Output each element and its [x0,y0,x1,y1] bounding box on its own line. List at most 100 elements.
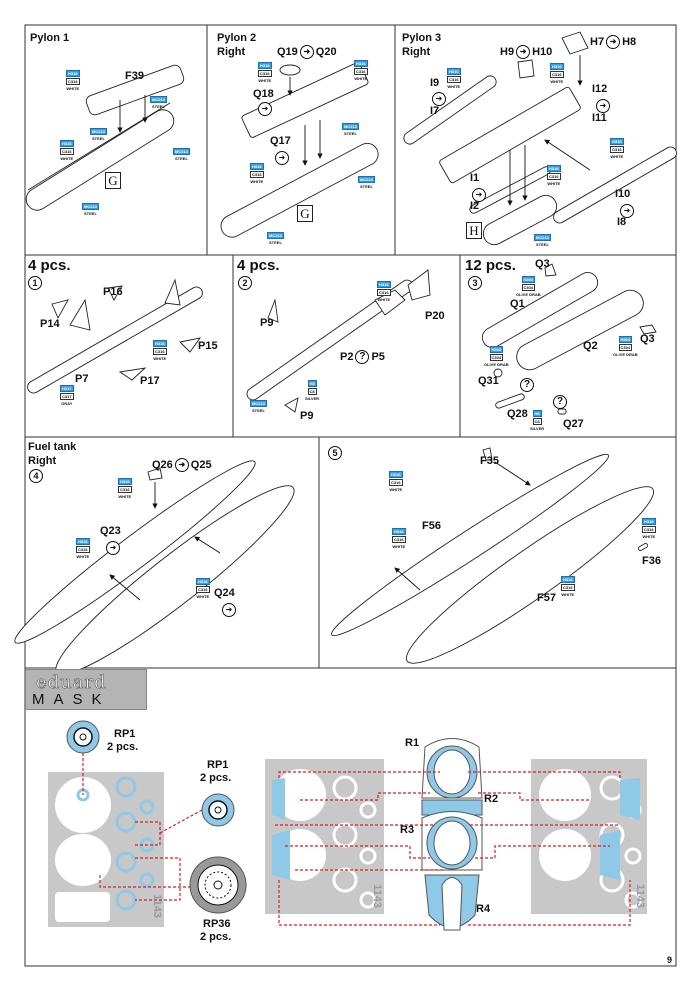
paint-code-c: C316 [550,71,564,78]
paint-name: WHITE [610,154,624,159]
paint-code-h: H316 [60,140,74,147]
paint-code-h: H316 [447,68,461,75]
flip-arrow-icon: ➜ [432,92,446,106]
step4-fuel-tank-drawing [14,460,295,675]
part-label: Q31 [478,375,499,387]
part-label: Q25 [190,459,212,471]
part-label: F56 [422,520,441,532]
part-label: I9 [430,77,440,89]
paint-code-c: C304 [618,344,633,351]
paint-code-h: H316 [66,70,80,77]
paint-name: STEEL [269,240,282,245]
part-label: P7 [75,373,89,385]
quantity-label: 12 pcs. [465,257,516,274]
part-label: I1 [470,172,480,184]
part-label: I8 [617,216,627,228]
mask-qty: 2 pcs. [200,931,232,943]
paint-name: WHITE [389,487,403,492]
paint-code-h: H316 [118,478,132,485]
paint-code-h: MC213 [250,400,267,407]
paint-code-h: MC213 [173,148,190,155]
paint-code-c: C317 [60,393,74,400]
paint-name: WHITE [76,554,90,559]
step-number: 3 [468,276,482,290]
part-label: Q23 [100,525,121,537]
quantity-label: 4 pcs. [237,257,280,274]
flip-arrow-icon: ➜ [606,35,621,49]
paint-code-h: H316 [550,63,564,70]
panel-title: Right [28,455,57,467]
part-label: P17 [140,375,160,387]
part-label: I7 [430,105,440,117]
flip-arrow-icon: ➜ [275,151,289,165]
part-label: Q28 [507,408,528,420]
paint-code-c: C316 [561,584,575,591]
part-label: P9 [300,410,314,422]
step5-fuel-tank-drawing [330,447,655,664]
paint-code-c: C8 [307,388,317,395]
paint-code-h: MC213 [534,234,551,241]
optional-part-icon: ? [553,395,567,409]
paint-code-h: H316 [250,163,264,170]
step-number: 2 [238,276,252,290]
paint-name: WHITE [196,594,210,599]
mask-drawing [48,720,647,931]
paint-name: STEEL [252,408,265,413]
paint-code-h: H316 [153,340,167,347]
part-label: Q26 [152,459,173,471]
paint-name: WHITE [118,494,132,499]
paint-code-h: MC213 [90,128,107,135]
paint-code-h: MC213 [267,232,284,239]
paint-code-h: H316 [547,165,561,172]
paint-code-c: C316 [547,173,561,180]
mask-sheet-code: 1143 [150,894,163,918]
paint-code-c: C316 [153,348,167,355]
paint-code-h: H304 [618,336,633,343]
step-number: 5 [328,446,342,460]
logo-eduard: eduard [36,672,107,694]
step-number: 4 [29,469,43,483]
paint-code-c: C8 [532,418,542,425]
flip-arrow-icon: ➜ [472,188,486,202]
paint-code-h: H8 [532,410,542,417]
optional-part-icon: ? [355,350,370,364]
pylon2-drawing [220,62,379,238]
quantity-label: 4 pcs. [28,257,71,274]
panel-title: Pylon 1 [30,32,70,44]
paint-code-c: C316 [250,171,264,178]
flip-arrow-icon: ➜ [222,603,236,617]
paint-code-h: H316 [196,578,210,585]
mask-sheet-code: 1143 [633,884,646,908]
paint-code-h: H316 [76,538,90,545]
flip-arrow-icon: ➜ [620,204,634,218]
part-label: F35 [480,455,499,467]
part-label: I10 [615,188,631,200]
section-mark: G [297,205,313,222]
part-label: Q1 [510,298,525,310]
logo-mask: MASK [32,691,111,708]
paint-code-h: H8 [307,380,317,387]
panel-title: Fuel tank [28,441,77,453]
part-label: Q18 [253,88,274,100]
page-number: 9 [667,955,673,965]
part-label: I2 [470,200,480,212]
paint-name: OLIVE DRAB [484,362,509,367]
section-mark: H [466,222,482,239]
paint-code-h: H316 [642,518,656,525]
paint-name: WHITE [561,592,575,597]
part-label: P5 [371,351,385,363]
